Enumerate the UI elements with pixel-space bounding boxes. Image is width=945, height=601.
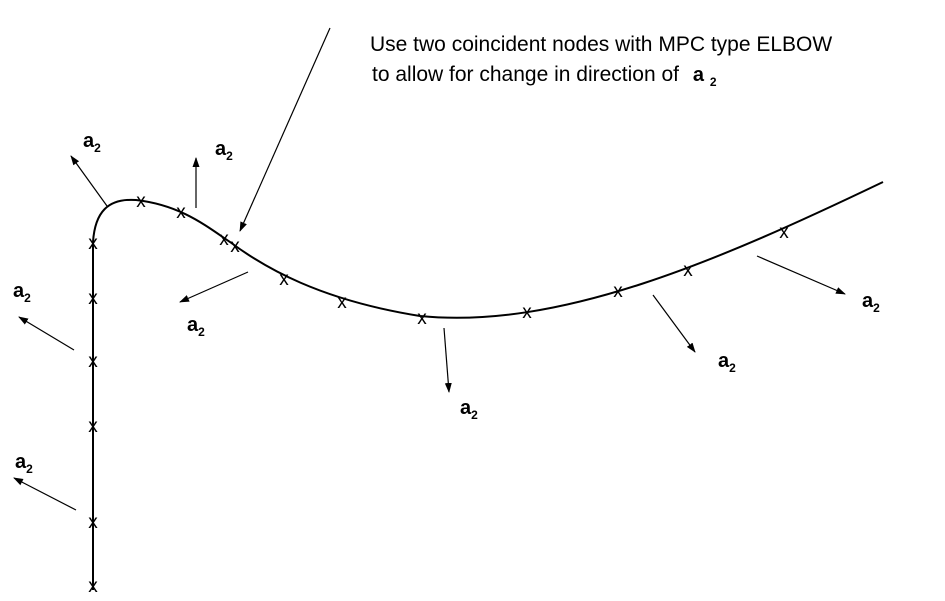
node-marker: x	[522, 302, 532, 323]
a2-label-1: a2	[83, 130, 101, 155]
direction-vectors	[13, 155, 846, 511]
annotation-line-1: Use two coincident nodes with MPC type E…	[370, 33, 832, 56]
node-marker: x	[779, 222, 789, 243]
a2-vector-7	[652, 294, 696, 353]
leader-arrow	[239, 27, 331, 232]
a2-label-3: a2	[187, 314, 205, 339]
a2-label-5: a2	[460, 397, 478, 422]
a2-label-4: a2	[13, 280, 31, 305]
node-marker: x	[613, 281, 623, 302]
node-marker: x	[219, 229, 229, 250]
a2-label-7: a2	[718, 350, 736, 375]
a2-vector-3	[179, 271, 249, 303]
a2-vector-8	[756, 255, 846, 295]
node-marker: x	[88, 351, 98, 372]
vector-labels: a2 a2 a2 a2 a2 a2 a2 a2	[13, 130, 880, 476]
a2-label-6: a2	[15, 451, 33, 476]
node-markers: x x x x x x x x x x x x x x x x x	[88, 191, 789, 597]
node-marker: x	[337, 292, 347, 313]
node-marker: x	[88, 512, 98, 533]
a2-vector-5	[443, 327, 452, 393]
a2-label-8: a2	[862, 290, 880, 315]
beam-curve	[92, 181, 884, 590]
node-marker: x	[88, 416, 98, 437]
a2-label-2: a2	[215, 138, 233, 163]
annotation-line-2: to allow for change in direction of a 2	[372, 63, 717, 89]
a2-vector-4	[18, 316, 75, 351]
node-marker: x	[88, 288, 98, 309]
a2-vector-1	[70, 155, 108, 207]
node-marker: x	[136, 191, 146, 212]
node-marker: x	[279, 269, 289, 290]
a2-vector-6	[13, 477, 77, 511]
node-marker: x	[176, 202, 186, 223]
node-marker: x	[88, 576, 98, 597]
node-marker: x	[417, 308, 427, 329]
node-marker: x	[230, 236, 240, 257]
node-marker: x	[88, 233, 98, 254]
node-marker: x	[683, 260, 693, 281]
